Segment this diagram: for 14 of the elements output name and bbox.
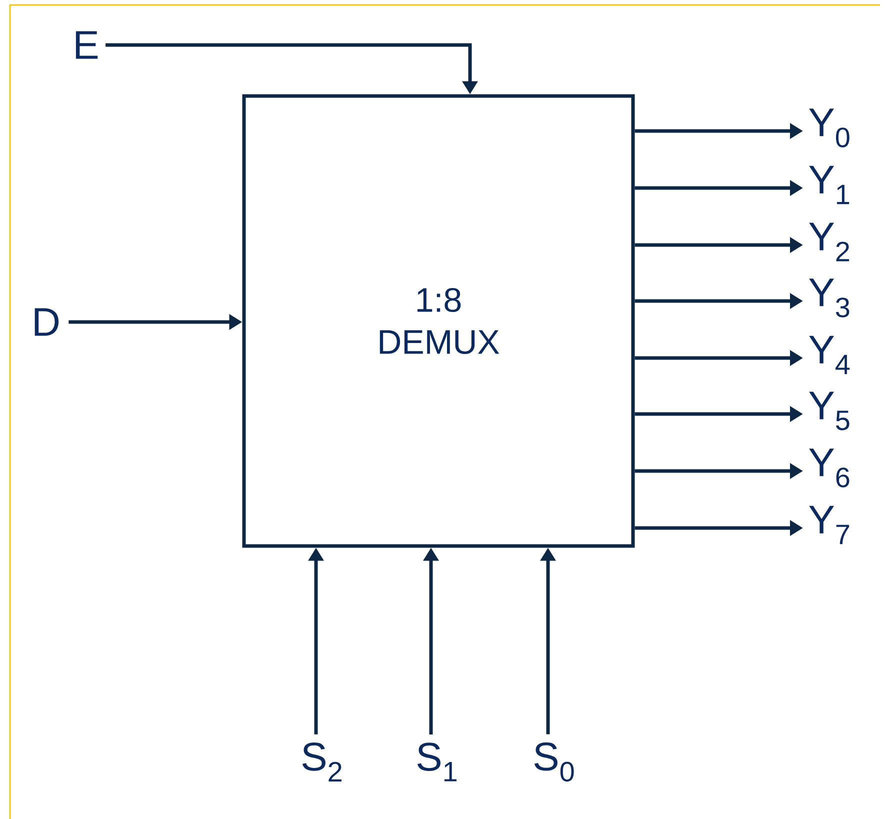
signal-label: Y$_{2}$ [809,222,850,262]
signal-label: Y$_{0}$ [809,108,850,148]
signal-label: Y$_{3}$ [809,278,850,318]
signal-label: Y$_{7}$ [809,506,850,544]
signal-label: Y$_{4}$ [809,336,850,374]
signal-label: S$_{2}$ [302,742,342,782]
signal-label: D [34,308,59,336]
signal-label: Y$_{1}$ [809,166,850,204]
signal-label: Y$_{5}$ [809,392,850,430]
signal-label: Y$_{6}$ [809,448,850,488]
signal-label: E [76,31,98,59]
demux-block: 1:8 DEMUX [242,94,635,548]
signal-label: S$_{0}$ [534,742,574,782]
signal-label: S$_{1}$ [417,742,457,782]
